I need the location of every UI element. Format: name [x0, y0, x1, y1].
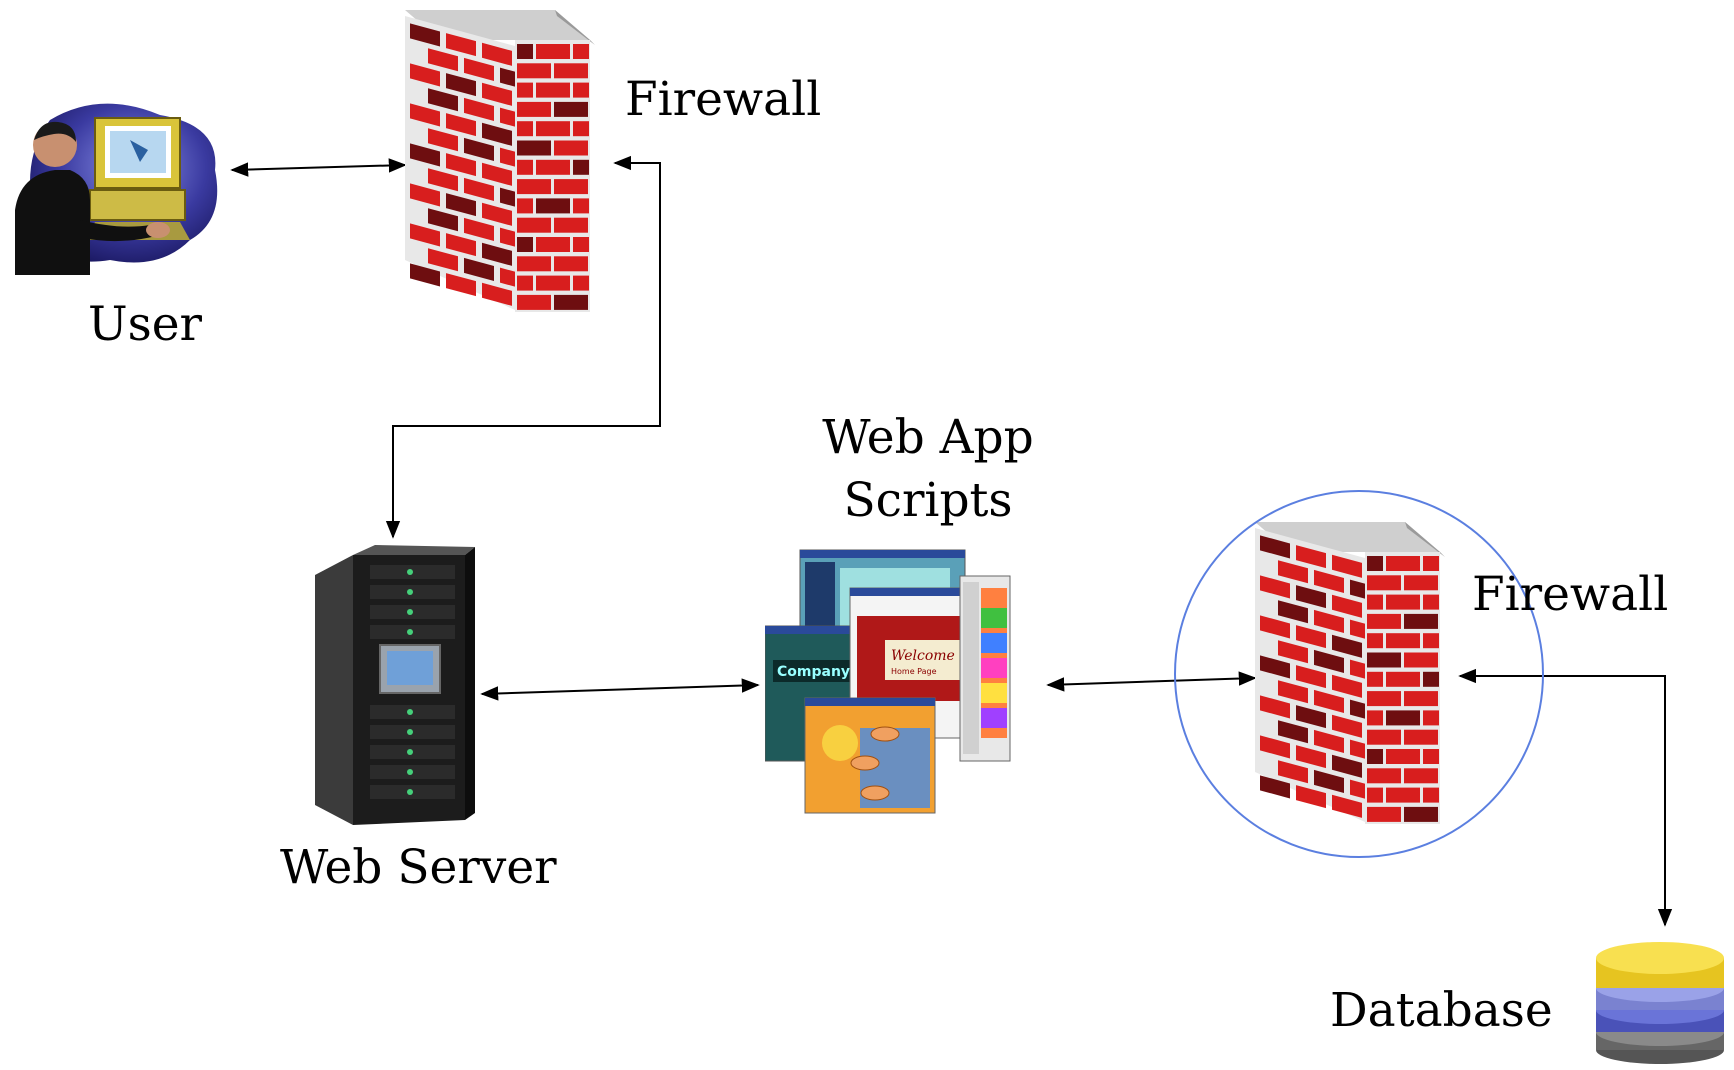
edge-firewall-database [1458, 668, 1673, 927]
edge-firewall-webserver [385, 155, 661, 539]
server-rack-icon [315, 545, 475, 830]
screenshot-text-home-page: Home Page [891, 667, 937, 676]
brick-firewall-icon [1255, 522, 1455, 827]
node-label-web-app-line2: Scripts [843, 473, 1013, 528]
node-label-firewall-right: Firewall [1472, 567, 1669, 622]
screenshot-text-company: Company [777, 664, 850, 680]
web-app-windows-icon: Company Welcome Home Page [765, 548, 1040, 818]
edge-webapp-firewall [1046, 671, 1257, 692]
user-at-computer-icon [10, 100, 225, 275]
brick-firewall-icon [405, 10, 605, 315]
node-label-web-server: Web Server [280, 840, 557, 895]
screenshot-text-welcome: Welcome [891, 648, 955, 664]
node-label-database: Database [1330, 983, 1553, 1038]
database-stack-icon [1590, 928, 1730, 1068]
server-drive-bays [370, 565, 455, 639]
node-label-firewall-top: Firewall [625, 72, 822, 127]
node-label-user: User [88, 297, 203, 352]
edge-user-firewall [230, 158, 407, 177]
edge-webserver-webapp [480, 678, 760, 701]
node-label-web-app-line1: Web App [822, 410, 1034, 465]
